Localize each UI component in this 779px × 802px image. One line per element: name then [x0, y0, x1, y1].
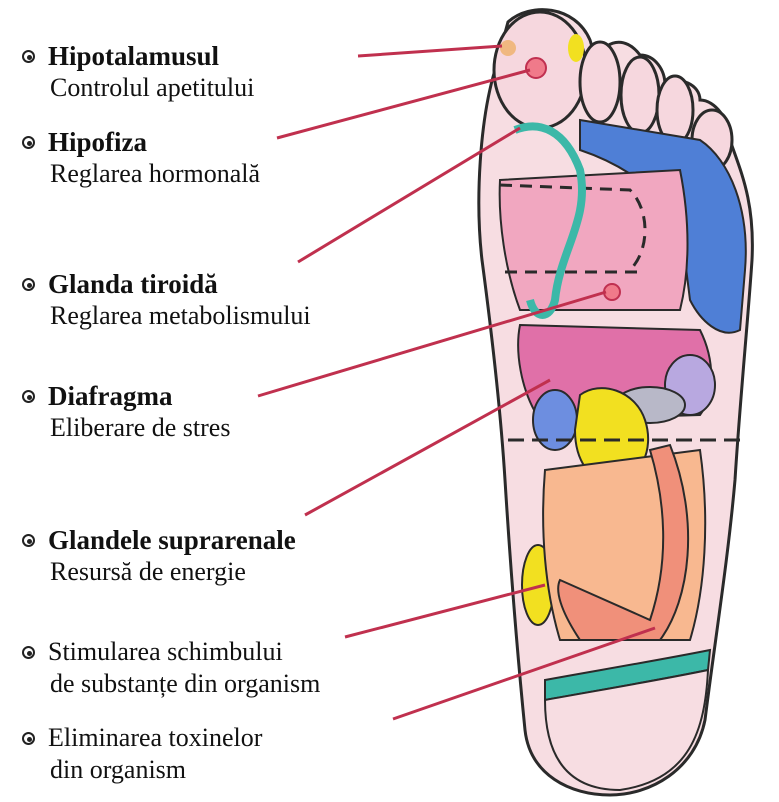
item-line1: Stimularea schimbului [48, 637, 283, 666]
heel [543, 668, 710, 792]
item-desc: Reglarea hormonală [50, 159, 261, 188]
item-eliminarea: Eliminarea toxinelor din organism [22, 722, 262, 786]
item-hipofiza: Hipofiza Reglarea hormonală [22, 126, 260, 190]
item-title: Glandele suprarenale [48, 525, 296, 555]
item-glanda-tiroida: Glanda tiroidă Reglarea metabolismului [22, 268, 311, 332]
item-stimularea: Stimularea schimbului de substanțe din o… [22, 636, 320, 700]
item-line2: de substanțe din organism [50, 669, 321, 698]
dashed-line-upper [499, 183, 647, 272]
item-desc: Eliberare de stres [50, 413, 231, 442]
bullet-icon [22, 277, 35, 291]
item-desc: Resursă de energie [50, 557, 246, 586]
bullet-icon [22, 135, 35, 149]
item-title: Hipofiza [48, 127, 147, 157]
bullet-icon [22, 533, 35, 547]
toe-2 [578, 40, 622, 124]
item-glandele-suprarenale: Glandele suprarenale Resursă de energie [22, 524, 296, 588]
item-title: Hipotalamusul [48, 41, 220, 71]
pointer-diafragma [257, 290, 607, 398]
item-hipotalamusul: Hipotalamusul Controlul apetitului [22, 40, 254, 104]
item-line1: Eliminarea toxinelor [48, 723, 263, 752]
item-title: Glanda tiroidă [48, 269, 218, 299]
item-desc: Controlul apetitului [50, 73, 255, 102]
blue-zone [579, 118, 747, 334]
pointer-stimularea [344, 583, 546, 639]
item-title: Diafragma [48, 381, 173, 411]
bullet-icon [22, 389, 35, 403]
bullet-icon [22, 731, 35, 745]
hypothalamus-point [500, 40, 516, 56]
bullet-icon [22, 49, 35, 63]
pointer-hipotalamus [357, 44, 503, 58]
teal-zone [513, 122, 586, 319]
hypophysis-point [525, 57, 547, 79]
item-line2: din organism [50, 755, 187, 784]
pointer-hipofiza [276, 68, 531, 140]
item-desc: Reglarea metabolismului [50, 301, 311, 330]
pointer-tiroida [297, 126, 521, 264]
orange-zone [557, 443, 690, 641]
bullet-icon [22, 645, 35, 659]
pointer-eliminarea [392, 626, 656, 721]
pointer-suprarenale [304, 378, 551, 517]
item-diafragma: Diafragma Eliberare de stres [22, 380, 230, 444]
yellow-toe-zone [568, 34, 584, 62]
